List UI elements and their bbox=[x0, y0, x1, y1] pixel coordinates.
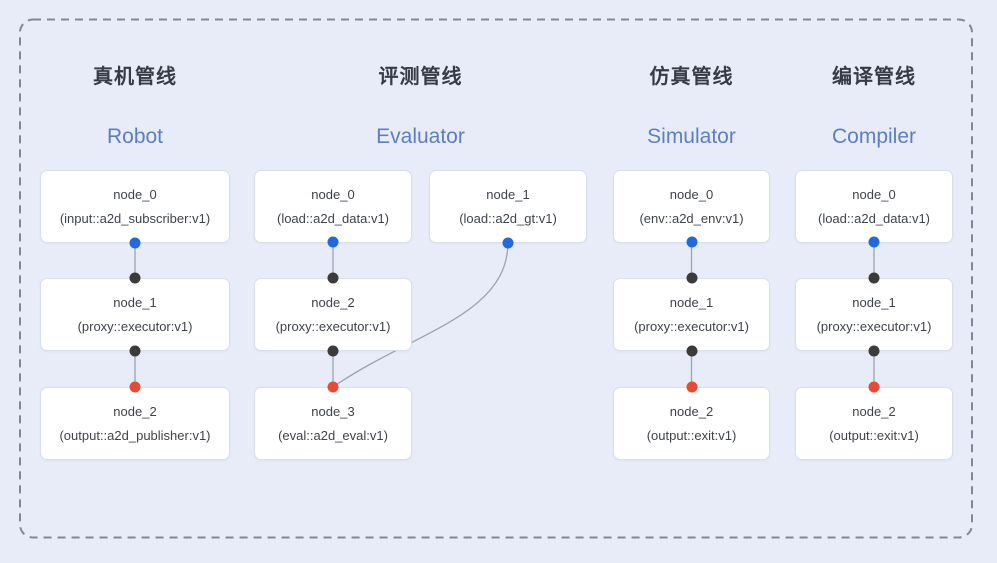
node-box-sim-node_1: node_1 (proxy::executor:v1) bbox=[613, 278, 770, 351]
node-type: (env::a2d_env:v1) bbox=[639, 211, 744, 226]
node-type: (proxy::executor:v1) bbox=[634, 319, 749, 334]
input-port-dot bbox=[868, 272, 880, 284]
header-evaluator: 评测管线 Evaluator bbox=[254, 64, 587, 150]
pipeline-title-en: Simulator bbox=[647, 125, 736, 148]
pipeline-title-en: Evaluator bbox=[376, 125, 465, 148]
node-name: node_0 bbox=[669, 187, 714, 202]
node-type: (input::a2d_subscriber:v1) bbox=[59, 211, 211, 226]
node-name: node_2 bbox=[311, 295, 355, 310]
node-box-eval-node_0: node_0 (load::a2d_data:v1) bbox=[254, 170, 412, 243]
node-type: (output::exit:v1) bbox=[829, 428, 919, 443]
pipeline-title-zh: 真机管线 bbox=[93, 66, 177, 88]
output-port-dot-gray bbox=[327, 345, 339, 357]
node-type: (proxy::executor:v1) bbox=[275, 319, 391, 334]
pipeline-title-zh: 编译管线 bbox=[832, 66, 916, 88]
input-port-dot bbox=[686, 272, 697, 284]
pipeline-title-en: Compiler bbox=[831, 125, 917, 148]
header-simulator: 仿真管线 Simulator bbox=[613, 64, 770, 150]
node-name: node_1 bbox=[669, 295, 714, 310]
output-port-dot bbox=[502, 237, 514, 249]
node-box-sim-node_2: node_2 (output::exit:v1) bbox=[613, 387, 770, 460]
node-name: node_3 bbox=[311, 404, 355, 419]
node-name: node_2 bbox=[113, 404, 157, 419]
input-port-dot bbox=[129, 272, 141, 284]
node-type: (load::a2d_data:v1) bbox=[817, 211, 931, 226]
node-box-eval-node_2: node_2 (proxy::executor:v1) bbox=[254, 278, 412, 351]
node-name: node_2 bbox=[669, 404, 714, 419]
node-type: (load::a2d_data:v1) bbox=[276, 211, 390, 226]
node-type: (output::exit:v1) bbox=[646, 428, 737, 443]
terminal-port-dot bbox=[868, 381, 880, 393]
node-type: (eval::a2d_eval:v1) bbox=[278, 428, 388, 443]
header-robot: 真机管线 Robot bbox=[40, 64, 230, 150]
header-compiler: 编译管线 Compiler bbox=[795, 64, 953, 150]
output-port-dot-gray bbox=[129, 345, 141, 357]
node-box-comp-node_1: node_1 (proxy::executor:v1) bbox=[795, 278, 953, 351]
input-port-dot bbox=[327, 272, 339, 284]
node-name: node_1 bbox=[852, 295, 896, 310]
node-name: node_1 bbox=[113, 295, 157, 310]
terminal-port-dot bbox=[327, 381, 339, 393]
node-name: node_0 bbox=[852, 187, 896, 202]
node-type: (load::a2d_gt:v1) bbox=[459, 211, 557, 226]
output-port-dot bbox=[129, 237, 141, 249]
node-box-comp-node_0: node_0 (load::a2d_data:v1) bbox=[795, 170, 953, 243]
node-type: (proxy::executor:v1) bbox=[816, 319, 932, 334]
node-name: node_0 bbox=[311, 187, 355, 202]
node-type: (output::a2d_publisher:v1) bbox=[59, 428, 211, 443]
node-name: node_1 bbox=[486, 187, 530, 202]
pipeline-title-zh: 仿真管线 bbox=[649, 66, 734, 88]
node-box-comp-node_2: node_2 (output::exit:v1) bbox=[795, 387, 953, 460]
edge-eval-n1-n3 bbox=[332, 242, 509, 388]
node-box-sim-node_0: node_0 (env::a2d_env:v1) bbox=[613, 170, 770, 243]
dashed-frame bbox=[19, 18, 973, 539]
node-box-robot-node_0: node_0 (input::a2d_subscriber:v1) bbox=[40, 170, 230, 243]
node-box-eval-node_1: node_1 (load::a2d_gt:v1) bbox=[429, 170, 587, 243]
node-box-robot-node_1: node_1 (proxy::executor:v1) bbox=[40, 278, 230, 351]
output-port-dot-gray bbox=[868, 345, 880, 357]
node-type: (proxy::executor:v1) bbox=[77, 319, 193, 334]
output-port-dot bbox=[868, 236, 880, 248]
pipeline-title-zh: 评测管线 bbox=[378, 66, 463, 88]
output-port-dot bbox=[327, 236, 339, 248]
node-name: node_2 bbox=[852, 404, 896, 419]
node-name: node_0 bbox=[113, 187, 157, 202]
output-port-dot-gray bbox=[686, 345, 697, 357]
output-port-dot bbox=[686, 236, 697, 248]
pipeline-title-en: Robot bbox=[106, 125, 164, 148]
node-box-robot-node_2: node_2 (output::a2d_publisher:v1) bbox=[40, 387, 230, 460]
terminal-port-dot bbox=[686, 381, 697, 393]
node-box-eval-node_3: node_3 (eval::a2d_eval:v1) bbox=[254, 387, 412, 460]
terminal-port-dot bbox=[129, 381, 141, 393]
